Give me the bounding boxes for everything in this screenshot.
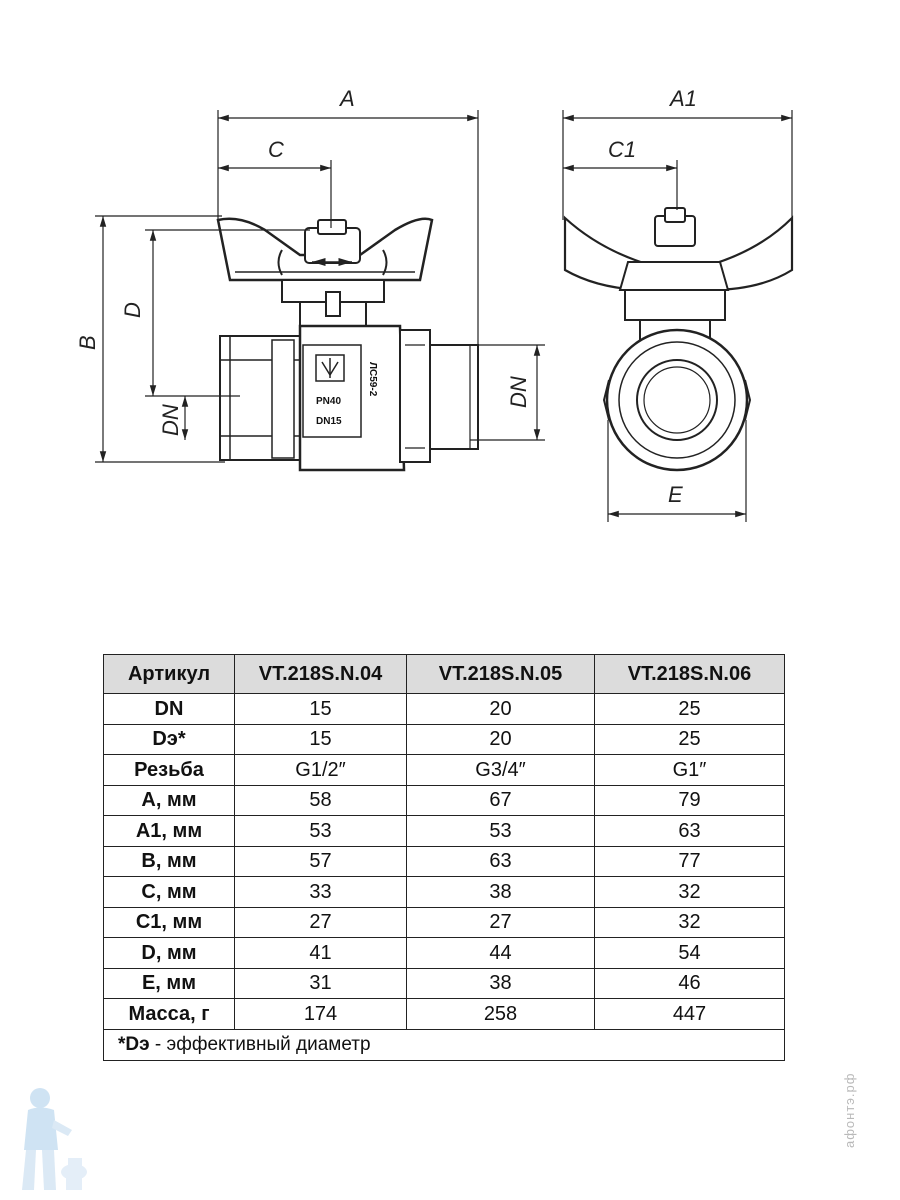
dim-label-a: A [338,86,355,111]
row-label: С1, мм [103,906,235,938]
body-marking-brand: ЛС59-2 [367,362,378,397]
table-cell: 20 [406,723,595,755]
row-label: А1, мм [103,815,235,847]
dim-label-dn-right: DN [506,376,531,408]
table-cell: G1″ [594,754,785,786]
plumber-mascot-icon [22,1088,87,1190]
table-cell: 53 [406,815,595,847]
row-label: С, мм [103,876,235,908]
table-cell: 54 [594,937,785,969]
table-cell: 53 [234,815,407,847]
table-cell: 15 [234,693,407,725]
body-marking-pn: PN40 [316,396,341,407]
dim-label-dn-left: DN [158,404,183,436]
dim-label-b: B [75,335,100,350]
header-article: Артикул [103,654,235,694]
table-cell: 41 [234,937,407,969]
footnote-key: *Dэ [118,1034,150,1055]
technical-drawing: PN40 DN15 ЛС59-2 A C B D DN DN [75,86,794,522]
dim-label-c: C [268,137,284,162]
table-cell: 63 [406,845,595,877]
table-cell: 63 [594,815,785,847]
table-cell: 38 [406,876,595,908]
footnote: *Dэ - эффективный диаметр [103,1028,785,1061]
header-model-04: VT.218S.N.04 [234,654,407,694]
table-cell: 174 [234,998,407,1030]
dim-label-e: E [668,482,683,507]
dim-label-d: D [120,302,145,318]
watermark: афонтэ.рф [842,1072,857,1148]
table-cell: 57 [234,845,407,877]
table-cell: 32 [594,906,785,938]
row-label: Е, мм [103,967,235,999]
table-cell: G3/4″ [406,754,595,786]
row-label: А, мм [103,784,235,816]
table-cell: 79 [594,784,785,816]
dim-label-c1: C1 [608,137,636,162]
table-cell: 38 [406,967,595,999]
table-cell: 33 [234,876,407,908]
table-cell: 31 [234,967,407,999]
table-cell: 25 [594,723,785,755]
table-cell: 67 [406,784,595,816]
row-label: DN [103,693,235,725]
table-header-row: Артикул VT.218S.N.04 VT.218S.N.05 VT.218… [103,654,785,694]
header-model-06: VT.218S.N.06 [594,654,785,694]
table-cell: 46 [594,967,785,999]
body-marking-dn: DN15 [316,416,342,427]
table-cell: 25 [594,693,785,725]
table-cell: 58 [234,784,407,816]
row-label: Масса, г [103,998,235,1030]
footnote-text: - эффективный диаметр [149,1034,371,1055]
table-cell: 15 [234,723,407,755]
table-cell: 27 [406,906,595,938]
table-cell: 77 [594,845,785,877]
table-cell: G1/2″ [234,754,407,786]
spec-table: Артикул VT.218S.N.04 VT.218S.N.05 VT.218… [103,654,785,1061]
row-label: D, мм [103,937,235,969]
table-cell: 258 [406,998,595,1030]
ball-valve-front-view [216,217,479,472]
valve-logo-icon [321,358,339,378]
dim-label-a1: A1 [668,86,697,111]
row-label: В, мм [103,845,235,877]
table-cell: 44 [406,937,595,969]
table-cell: 447 [594,998,785,1030]
ball-valve-side-view [563,207,794,472]
table-cell: 27 [234,906,407,938]
table-cell: 20 [406,693,595,725]
row-label: Dэ* [103,723,235,755]
table-footnote-row: *Dэ - эффективный диаметр [103,1028,785,1061]
row-label: Резьба [103,754,235,786]
header-model-05: VT.218S.N.05 [406,654,595,694]
table-cell: 32 [594,876,785,908]
